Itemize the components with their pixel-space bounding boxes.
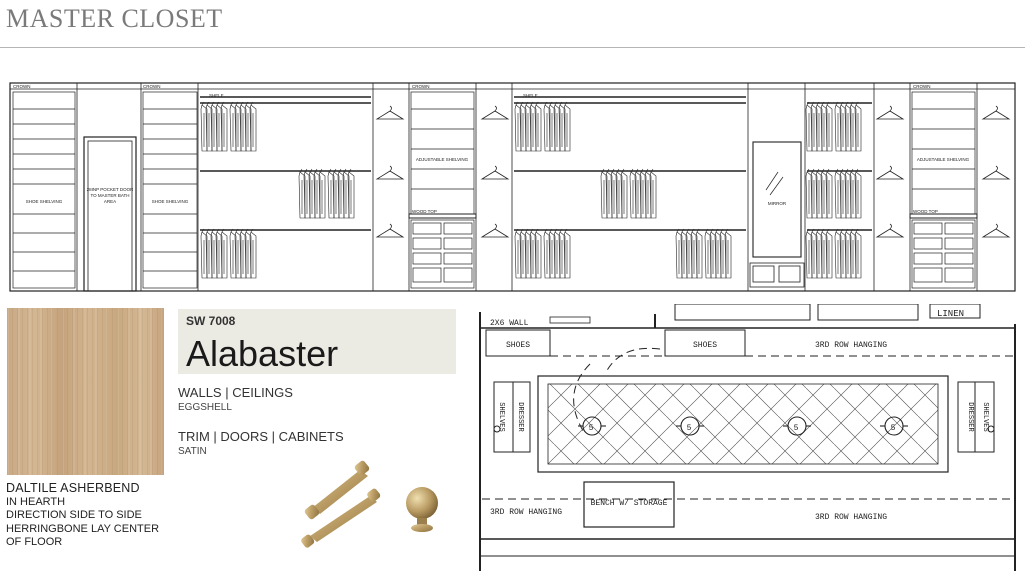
tile-note: IN HEARTH — [6, 495, 66, 508]
finish-sheen: SATIN — [178, 446, 207, 457]
linen-label: LINEN — [937, 309, 964, 319]
hanging-label: 3RD ROW HANGING — [490, 508, 562, 517]
knob-icon — [406, 487, 438, 532]
dresser-label: DRESSER — [516, 402, 524, 432]
light-label: 5 — [687, 424, 692, 433]
shelves-label: SHELVES — [497, 402, 505, 431]
hardware-images — [290, 458, 460, 558]
finish-area: TRIM | DOORS | CABINETS — [178, 429, 344, 444]
paint-code: SW 7008 — [186, 314, 236, 328]
shoe-shelving-label: SHOE SHELVING — [152, 199, 189, 204]
shoe-shelving-label: SHOE SHELVING — [26, 199, 63, 204]
finish-walls: WALLS | CEILINGS EGGSHELL — [178, 385, 293, 414]
wall-label: 2X6 WALL — [490, 319, 529, 328]
title-divider — [0, 47, 1025, 48]
crown-label: CROWN — [143, 84, 161, 89]
tile-name: DALTILE ASHERBEND — [6, 481, 140, 495]
dresser-label: DRESSER — [966, 402, 974, 432]
pocket-door-label: 28INP POCKET DOOR TO MASTER BATH AREA — [86, 187, 134, 204]
pull-handle-icon — [301, 460, 381, 548]
paint-swatch-card: SW 7008 Alabaster — [178, 309, 456, 374]
shelf-label: SHELF — [209, 93, 224, 98]
shelves-label: SHELVES — [981, 402, 989, 431]
finish-trim: TRIM | DOORS | CABINETS SATIN — [178, 429, 344, 458]
bench-label: BENCH W/ STORAGE — [591, 499, 668, 508]
closet-elevation-drawing: CROWN CROWN CROWN CROWN SHELF SHELF SHOE… — [0, 75, 1025, 300]
adjustable-shelving-label: ADJUSTABLE SHELVING — [917, 157, 970, 162]
paint-name: Alabaster — [186, 333, 339, 374]
shoes-label: SHOES — [693, 341, 717, 350]
crown-label: CROWN — [913, 84, 931, 89]
hanging-label: 3RD ROW HANGING — [815, 341, 887, 350]
wood-top-label: WOOD TOP — [913, 209, 938, 214]
shelf-label: SHELF — [523, 93, 538, 98]
crown-label: CROWN — [13, 84, 31, 89]
tile-note: HERRINGBONE LAY CENTER — [6, 522, 160, 535]
crown-label: CROWN — [412, 84, 430, 89]
finish-sheen: EGGSHELL — [178, 402, 232, 413]
closet-floor-plan: 2X6 WALL LINEN SHOES SHOES 3RD ROW HANGI… — [470, 304, 1025, 571]
wood-tile-swatch — [7, 308, 164, 475]
wood-top-label: WOOD TOP — [412, 209, 437, 214]
tile-note: DIRECTION SIDE TO SIDE — [6, 509, 142, 521]
finish-area: WALLS | CEILINGS — [178, 385, 293, 400]
shoes-label: SHOES — [506, 341, 530, 350]
adjustable-shelving-label: ADJUSTABLE SHELVING — [416, 157, 469, 162]
tile-caption: DALTILE ASHERBEND IN HEARTH DIRECTION SI… — [6, 481, 160, 550]
page-title: MASTER CLOSET — [6, 4, 223, 33]
light-label: 5 — [794, 424, 799, 433]
light-label: 5 — [891, 424, 896, 433]
hanging-label: 3RD ROW HANGING — [815, 513, 887, 522]
tile-note: OF FLOOR — [6, 536, 63, 548]
light-label: 5 — [589, 424, 594, 433]
mirror-label: MIRROR — [768, 201, 787, 206]
